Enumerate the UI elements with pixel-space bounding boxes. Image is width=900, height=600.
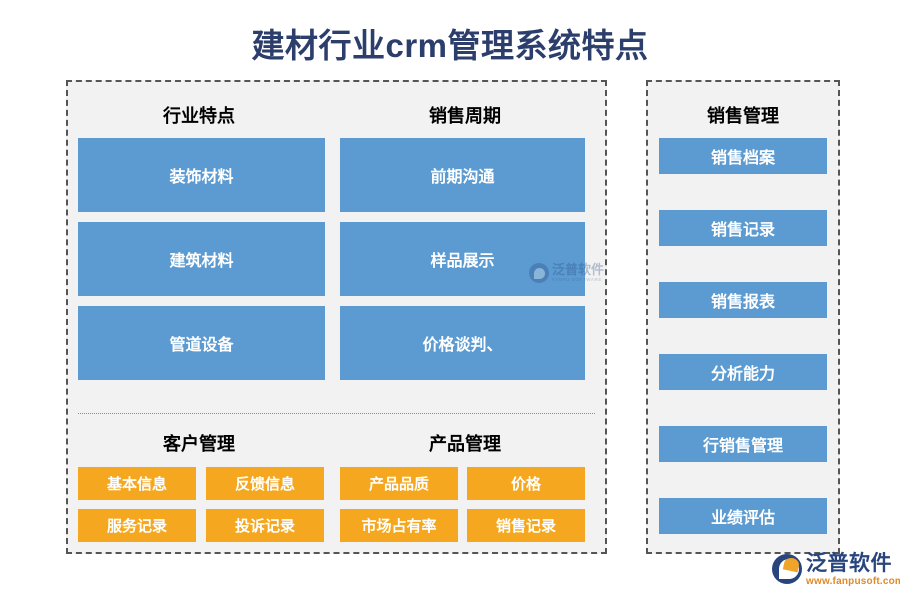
blue-box-sales-archive[interactable]: 销售档案: [659, 138, 827, 174]
orange-box-basic-info[interactable]: 基本信息: [78, 467, 196, 500]
blue-box-analysis-capability[interactable]: 分析能力: [659, 354, 827, 390]
fanpu-swoosh-icon: [772, 554, 802, 584]
orange-box-feedback-info[interactable]: 反馈信息: [206, 467, 324, 500]
right-panel: 销售管理 销售档案 销售记录 销售报表 分析能力 行销售管理 业绩评估: [646, 80, 840, 554]
heading-sales-management: 销售管理: [707, 106, 779, 126]
blue-box-sales-reports[interactable]: 销售报表: [659, 282, 827, 318]
heading-customer-management: 客户管理: [163, 434, 235, 454]
orange-box-service-records[interactable]: 服务记录: [78, 509, 196, 542]
blue-box-pipeline-equipment[interactable]: 管道设备: [78, 306, 325, 380]
brand-url: www.fanpusoft.com: [806, 576, 900, 587]
blue-box-initial-communication[interactable]: 前期沟通: [340, 138, 585, 212]
orange-box-product-quality[interactable]: 产品品质: [340, 467, 458, 500]
section-divider: [78, 413, 595, 414]
orange-box-sales-records[interactable]: 销售记录: [467, 509, 585, 542]
blue-box-decorative-materials[interactable]: 装饰材料: [78, 138, 325, 212]
blue-box-marketing-sales-management[interactable]: 行销售管理: [659, 426, 827, 462]
brand-logo-text: 泛普软件 www.fanpusoft.com: [806, 553, 900, 587]
heading-industry-features: 行业特点: [163, 106, 235, 126]
heading-product-management: 产品管理: [429, 434, 501, 454]
blue-box-price-negotiation[interactable]: 价格谈判、: [340, 306, 585, 380]
orange-box-complaint-records[interactable]: 投诉记录: [206, 509, 324, 542]
brand-name: 泛普软件: [806, 552, 892, 575]
brand-logo: 泛普软件 www.fanpusoft.com: [772, 553, 900, 595]
orange-box-price[interactable]: 价格: [467, 467, 585, 500]
blue-box-sample-display[interactable]: 样品展示: [340, 222, 585, 296]
blue-box-performance-evaluation[interactable]: 业绩评估: [659, 498, 827, 534]
left-panel: 行业特点 销售周期 装饰材料 建筑材料 管道设备 前期沟通 样品展示 价格谈判、…: [66, 80, 607, 554]
orange-box-market-share[interactable]: 市场占有率: [340, 509, 458, 542]
blue-box-sales-records[interactable]: 销售记录: [659, 210, 827, 246]
blue-box-construction-materials[interactable]: 建筑材料: [78, 222, 325, 296]
page-title: 建材行业crm管理系统特点: [251, 27, 649, 64]
heading-sales-cycle: 销售周期: [429, 106, 501, 126]
